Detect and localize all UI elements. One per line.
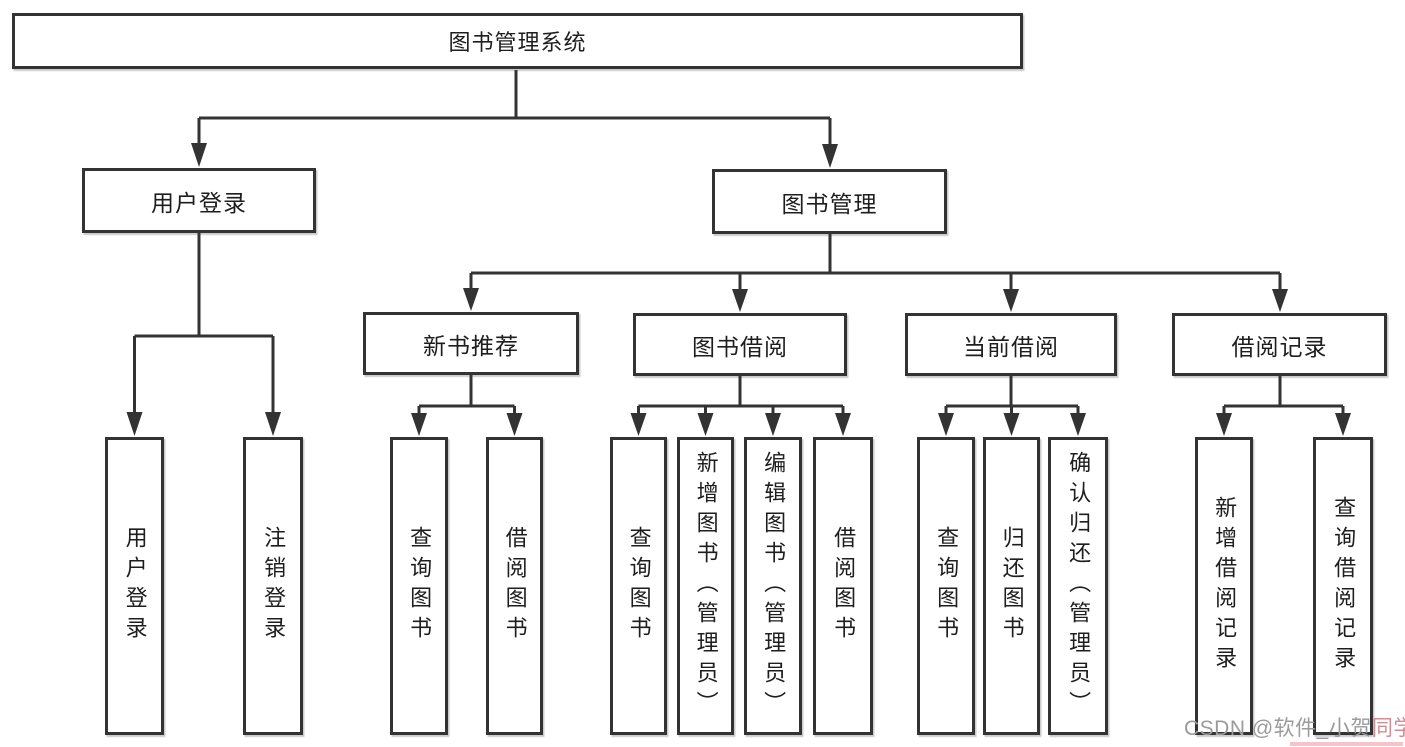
leaf-logout-label: 注销登录 [261,526,287,646]
node-root-label: 图书管理系统 [448,30,587,55]
arrow-book-management [822,144,838,168]
leaf-borrow-books-recommend-label: 借阅图书 [502,526,528,646]
node-borrow-record: 借阅记录 [1172,313,1387,376]
edge-book-split [469,234,1282,290]
arrow-current-borrow [1003,289,1019,312]
leaf-query-borrow-record: 查询借阅记录 [1313,437,1373,735]
watermark-tail: 同学 [1371,717,1405,740]
arrow-leaf-add-books [697,413,714,436]
arrow-user-login [191,143,207,167]
node-current-borrow: 当前借阅 [905,313,1117,376]
arrow-leaf-query-record [1335,413,1351,436]
arrow-borrow-record [1272,289,1288,312]
arrow-leaf-return-books [1003,413,1020,436]
edge-borrow-split [637,376,845,414]
edge-current-split [944,376,1080,414]
node-user-login: 用户登录 [82,168,316,233]
arrow-leaf-logout [265,412,281,436]
edge-root-split [197,70,832,145]
leaf-query-books-current-label: 查询图书 [934,526,960,646]
leaf-return-books-label: 归还图书 [999,526,1025,646]
node-book-borrow-label: 图书借阅 [692,333,788,360]
arrow-leaf-user-login [126,412,143,436]
leaf-user-login-label: 用户登录 [122,526,148,646]
leaf-confirm-return-admin: 确认归还（管理员） [1048,437,1108,735]
leaf-query-books-current: 查询图书 [917,437,975,735]
node-borrow-record-label: 借阅记录 [1231,333,1328,360]
leaf-edit-books-admin: 编辑图书（管理员） [744,437,802,735]
edge-user-split [133,233,275,413]
arrow-leaf-borrow-recommend [506,413,523,436]
node-root: 图书管理系统 [12,13,1023,69]
arrow-leaf-confirm-return [1070,413,1086,436]
arrow-leaf-query-current [938,413,954,436]
leaf-add-books-admin-label: 新增图书（管理员） [693,451,719,721]
arrow-book-borrow [732,289,748,312]
leaf-borrow-books-label: 借阅图书 [831,526,857,646]
node-book-management: 图书管理 [712,169,947,234]
arrow-leaf-add-record [1216,413,1232,436]
node-book-management-label: 图书管理 [781,190,878,217]
leaf-logout: 注销登录 [243,437,303,735]
edge-newbook-split [417,375,516,414]
leaf-query-borrow-record-label: 查询借阅记录 [1331,496,1357,676]
watermark-main: CSDN @软件_小贺 [1184,717,1372,740]
leaf-add-books-admin: 新增图书（管理员） [677,437,734,735]
leaf-add-borrow-record-label: 新增借阅记录 [1212,496,1238,676]
arrow-new-book [463,288,479,311]
arrow-leaf-query-recommend [411,413,427,436]
watermark: CSDN @软件_小贺同学 [1184,712,1405,742]
leaf-confirm-return-admin-label: 确认归还（管理员） [1066,451,1092,721]
arrow-leaf-query-borrow [630,413,647,436]
leaf-return-books: 归还图书 [983,437,1040,735]
arrow-leaf-edit-books [765,413,781,436]
leaf-borrow-books-recommend: 借阅图书 [486,437,543,735]
node-book-borrow: 图书借阅 [633,313,847,376]
leaf-query-books-borrow: 查询图书 [610,437,667,735]
leaf-borrow-books: 借阅图书 [813,437,873,735]
leaf-user-login: 用户登录 [105,437,164,735]
arrow-leaf-borrow-books [835,413,851,436]
node-new-book-recommend-label: 新书推荐 [423,332,519,359]
watermark-underline [1290,742,1403,746]
leaf-add-borrow-record: 新增借阅记录 [1195,437,1253,735]
leaf-edit-books-admin-label: 编辑图书（管理员） [761,451,787,721]
leaf-query-books-recommend: 查询图书 [390,437,448,735]
node-user-login-label: 用户登录 [151,189,247,216]
node-current-borrow-label: 当前借阅 [963,333,1059,360]
edge-record-split [1222,376,1345,414]
leaf-query-books-borrow-label: 查询图书 [626,526,652,646]
leaf-query-books-recommend-label: 查询图书 [407,526,433,646]
node-new-book-recommend: 新书推荐 [363,312,579,375]
